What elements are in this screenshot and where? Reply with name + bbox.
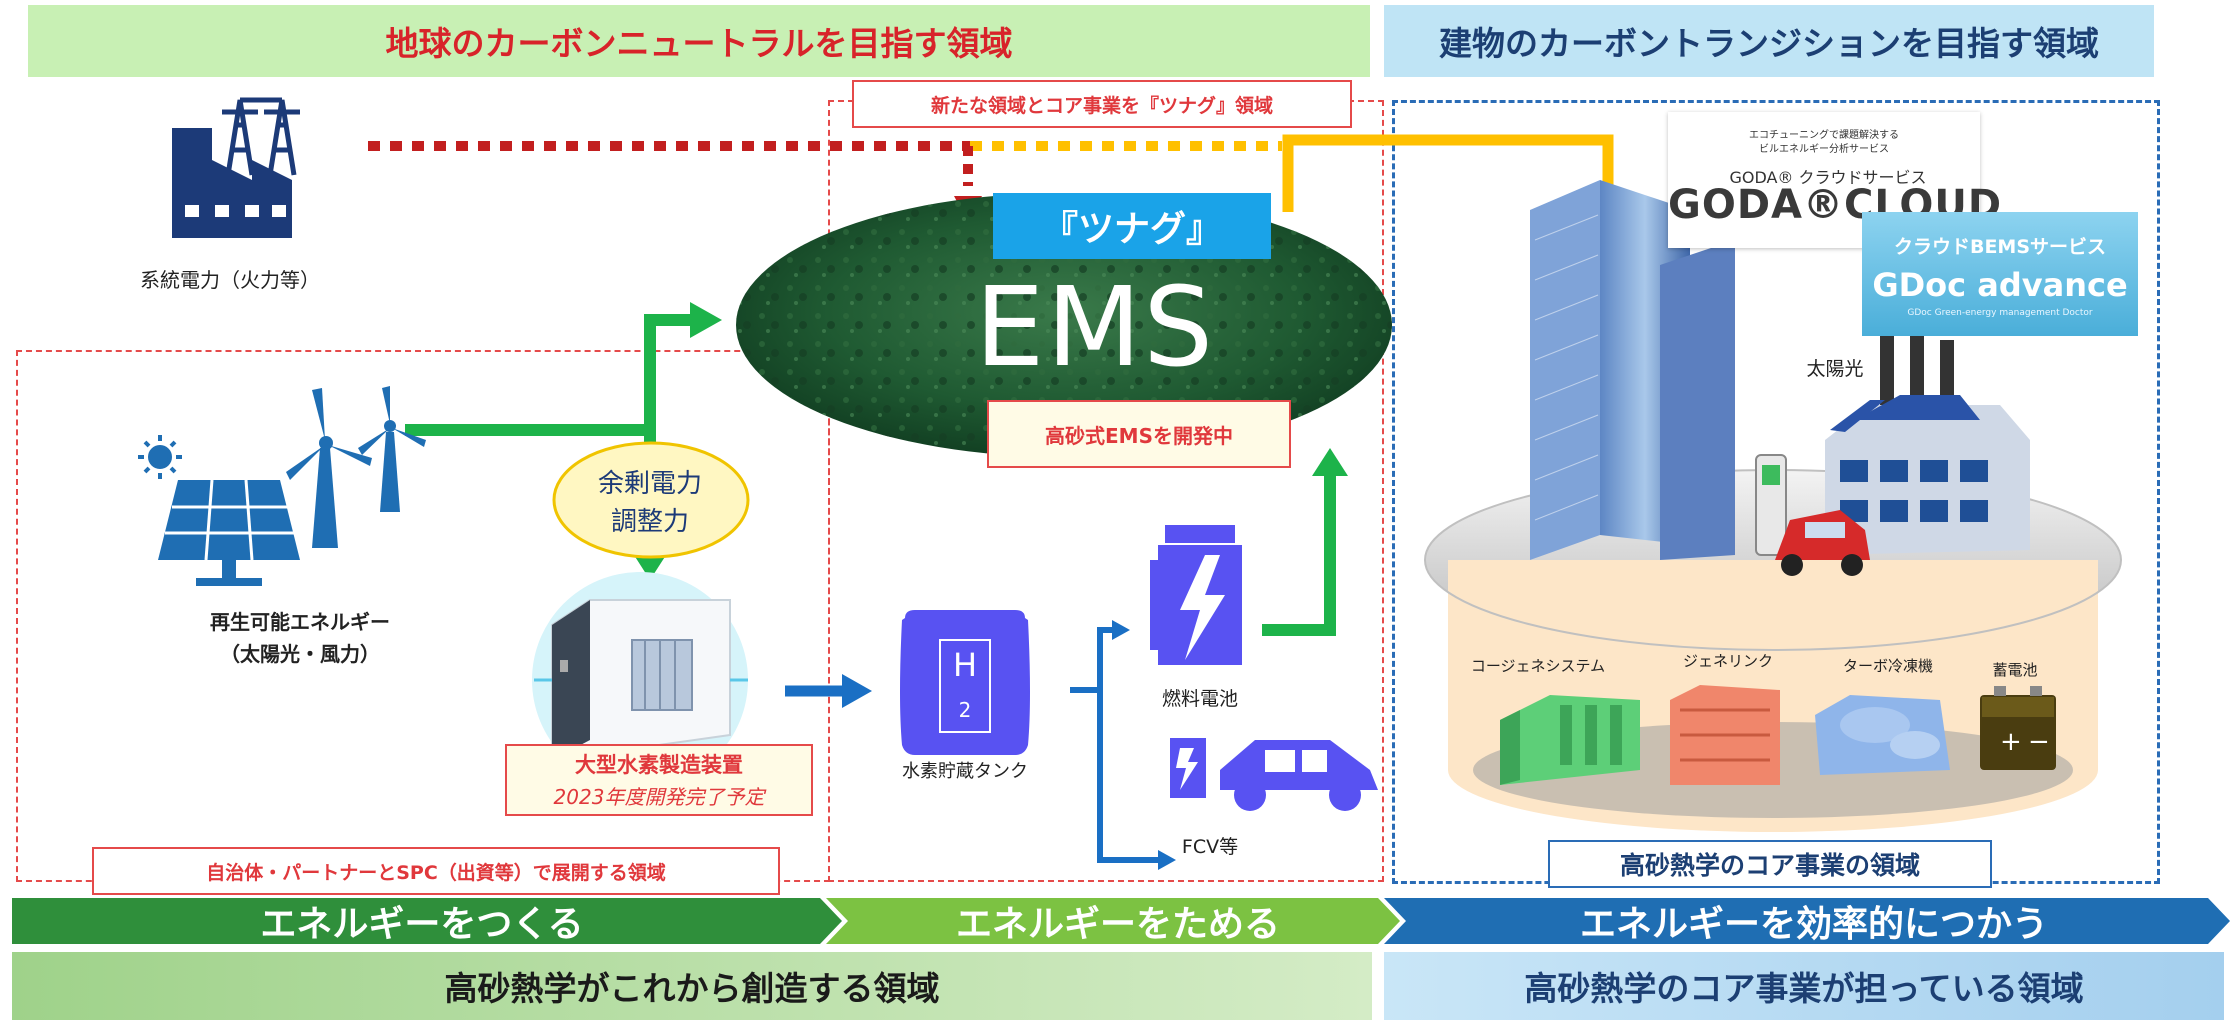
factory-power-icon — [172, 97, 300, 238]
gdoc-advance-card: クラウドBEMSサービス GDoc advance GDoc Green-ene… — [1862, 212, 2138, 336]
battery-label: 蓄電池 — [1992, 660, 2038, 679]
stage-banner-shapes — [12, 898, 2230, 944]
stage-store: エネルギーをためる — [955, 904, 1280, 945]
new-domain-label: 新たな領域とコア事業を『ツナグ』領域 — [852, 80, 1352, 128]
genelink-label: ジェネリンク — [1682, 651, 1773, 670]
gdoc-subtitle: クラウドBEMSサービス — [1893, 236, 2107, 258]
turbo-chiller-label: ターボ冷凍機 — [1842, 656, 1933, 675]
h2-subscript: 2 — [958, 698, 972, 722]
electrolyzer-label-box: 大型水素製造装置 2023年度開発完了予定 — [505, 744, 813, 816]
h2-symbol: H — [952, 646, 978, 684]
goda-tagline-1: エコチューニングで課題解決する — [1749, 130, 1899, 141]
svg-text:−: − — [2028, 727, 2050, 757]
gdoc-small-text: GDoc Green-energy management Doctor — [1907, 308, 2093, 318]
ems-development-label: 高砂式EMSを開発中 — [987, 400, 1291, 468]
electrolyzer-label-1: 大型水素製造装置 — [575, 753, 743, 777]
h2-tank-label: 水素貯蔵タンク — [902, 761, 1028, 782]
stage-use: エネルギーを効率的につかう — [1579, 904, 2048, 945]
factory-solar-building-icon — [1825, 330, 2030, 555]
solar-label: 太陽光 — [1806, 357, 1864, 380]
skyscraper-icon — [1530, 180, 1735, 560]
wind-turbine-icon — [286, 386, 426, 548]
fcv-label: FCV等 — [1181, 835, 1239, 858]
ev-charger-icon — [1755, 454, 1787, 556]
header-right-title: 建物のカーボントランジションを目指す領域 — [1384, 5, 2154, 77]
turbo-chiller-icon — [1815, 695, 1950, 775]
electrolyzer-icon — [532, 572, 748, 788]
core-domain-label: 高砂熱学のコア事業の領域 — [1548, 840, 1992, 888]
fcv-car-icon — [1170, 738, 1378, 811]
header-left-title: 地球のカーボンニュートラルを目指す領域 — [28, 5, 1370, 77]
gdoc-logo: GDoc advance — [1872, 266, 2128, 304]
cogen-label: コージェネシステム — [1470, 656, 1606, 675]
fuel-cell-icon — [1150, 525, 1242, 665]
goda-tagline-2: ビルエネルギー分析サービス — [1759, 144, 1889, 155]
surplus-power-label-1: 余剰電力 — [597, 468, 702, 499]
footer-right: 高砂熱学のコア事業が担っている領域 — [1384, 952, 2224, 1020]
cogeneration-icon — [1500, 695, 1640, 785]
ems-title: EMS — [974, 263, 1216, 391]
hydrogen-tank-icon — [900, 610, 1030, 755]
electric-car-icon — [1775, 510, 1870, 576]
fuel-cell-label: 燃料電池 — [1161, 687, 1238, 710]
renewable-label-1: 再生可能エネルギー — [210, 609, 390, 634]
electrolyzer-label-2: 2023年度開発完了予定 — [553, 784, 765, 809]
spc-domain-label: 自治体・パートナーとSPC（出資等）で展開する領域 — [92, 847, 780, 895]
solar-panel-icon — [158, 479, 300, 586]
footer-left: 高砂熱学がこれから創造する領域 — [12, 952, 1372, 1020]
sun-icon — [138, 435, 182, 479]
battery-icon: + − — [1980, 686, 2056, 770]
svg-text:+: + — [2000, 727, 2022, 757]
genelink-icon — [1670, 685, 1780, 785]
stage-create: エネルギーをつくる — [260, 904, 584, 945]
tsunagu-label: 『ツナグ』 — [993, 193, 1271, 259]
renewable-label-2: （太陽光・風力） — [220, 641, 380, 666]
surplus-power-label-2: 調整力 — [610, 506, 689, 537]
goda-subtitle: GODA® クラウドサービス — [1729, 168, 1927, 187]
grid-power-label: 系統電力（火力等） — [140, 267, 320, 292]
